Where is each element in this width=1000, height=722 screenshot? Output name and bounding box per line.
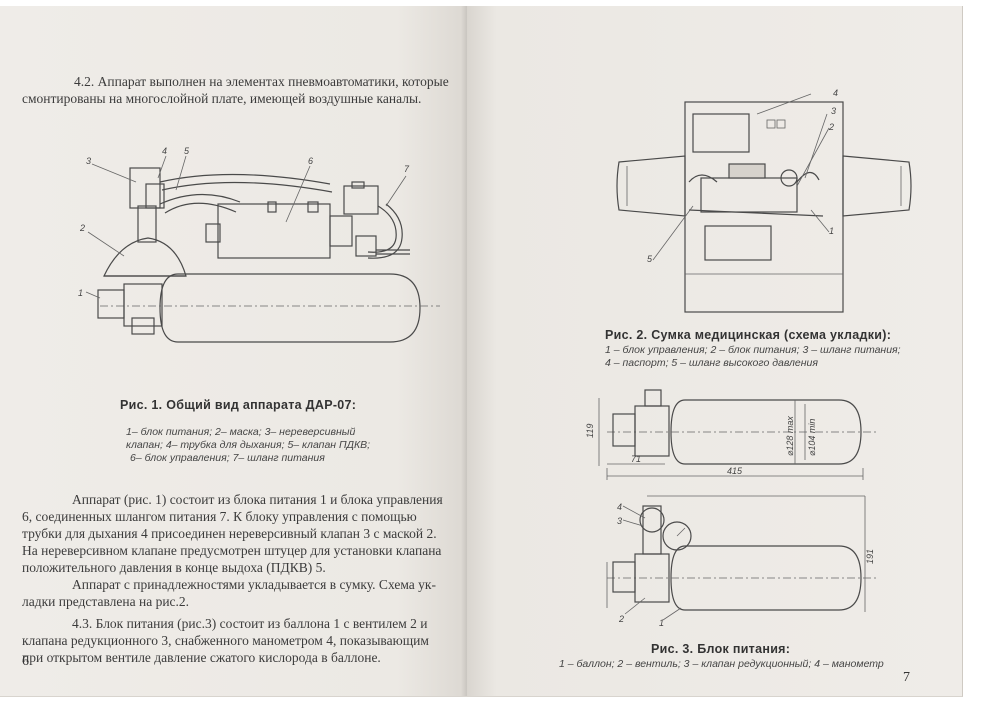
right-page: 4 3 2 1 5 Рис. 2. Сумка медицинская (схе… <box>467 6 963 697</box>
callout-number: 2 <box>79 223 85 233</box>
figure1-legend: 1– блок питания; 2– маска; 3– нереверсив… <box>126 426 370 465</box>
callout-number: 2 <box>828 122 834 132</box>
legend-line: 1 – блок управления; 2 – блок питания; 3… <box>605 344 901 356</box>
text-line: 4.2. Аппарат выполнен на элементах пневм… <box>74 74 449 89</box>
legend-line: 1– блок питания; 2– маска; 3– нереверсив… <box>126 426 356 438</box>
callout-number: 1 <box>78 288 83 298</box>
callout-number: 4 <box>617 502 622 512</box>
figure1-drawing: 1 2 3 4 5 6 7 <box>78 146 440 343</box>
dimension-label: 191 <box>865 549 875 564</box>
text-line: 4.3. Блок питания (рис.3) состоит из бал… <box>72 616 428 631</box>
callout-number: 1 <box>659 618 664 628</box>
text-line: положительного давления в конце выдоха (… <box>22 560 326 575</box>
callout-number: 1 <box>829 226 834 236</box>
text-line: смонтированы на многослойной плате, имею… <box>22 91 422 106</box>
callout-number: 7 <box>404 164 410 174</box>
callout-number: 3 <box>831 106 836 116</box>
figure2-legend: 1 – блок управления; 2 – блок питания; 3… <box>605 344 901 370</box>
legend-line: клапан; 4– трубка для дыхания; 5– клапан… <box>126 439 371 451</box>
callout-number: 4 <box>162 146 167 156</box>
page-number-left: 6 <box>22 654 29 669</box>
dimension-label: 119 <box>585 424 595 438</box>
dimension-label: ⌀128 max <box>785 416 795 456</box>
text-line: трубки для дыхания 4 присоединен неревер… <box>22 526 437 541</box>
dimension-label: 71 <box>631 454 641 464</box>
left-page: 4.2. Аппарат выполнен на элементах пневм… <box>0 6 467 697</box>
figure2-title: Рис. 2. Сумка медицинская (схема укладки… <box>605 328 892 342</box>
figure3-title: Рис. 3. Блок питания: <box>651 642 791 656</box>
text-line: 6, соединенных шлангом питания 7. К блок… <box>22 509 417 524</box>
figure3-legend: 1 – баллон; 2 – вентиль; 3 – клапан реду… <box>559 658 884 670</box>
dimension-label: 415 <box>727 466 743 476</box>
callout-number: 4 <box>833 88 838 98</box>
callout-number: 2 <box>618 614 624 624</box>
callout-number: 5 <box>184 146 190 156</box>
text-line: Аппарат с принадлежностями укладывается … <box>72 577 436 592</box>
text-line: ладки представлена на рис.2. <box>22 594 190 609</box>
figure1-title: Рис. 1. Общий вид аппарата ДАР-07: <box>120 398 357 412</box>
text-line: На нереверсивном клапане предусмотрен шт… <box>22 543 442 558</box>
figure3-drawing: 119 ⌀128 max ⌀104 min 71 415 191 <box>585 389 877 628</box>
dimension-label: ⌀104 min <box>807 419 817 456</box>
legend-line: 6– блок управления; 7– шланг питания <box>130 452 325 464</box>
text-line: при открытом вентиле давление сжатого ки… <box>22 650 381 665</box>
callout-number: 3 <box>617 516 622 526</box>
text-line: Аппарат (рис. 1) состоит из блока питани… <box>72 492 443 507</box>
callout-number: 3 <box>86 156 91 166</box>
figure2-drawing: 4 3 2 1 5 <box>616 88 912 313</box>
callout-number: 5 <box>647 254 653 264</box>
page-number-right: 7 <box>903 670 910 685</box>
text-line: клапана редукционного 3, снабженного ман… <box>22 633 429 648</box>
callout-number: 6 <box>308 156 313 166</box>
legend-line: 4 – паспорт; 5 – шланг высокого давления <box>605 357 818 369</box>
